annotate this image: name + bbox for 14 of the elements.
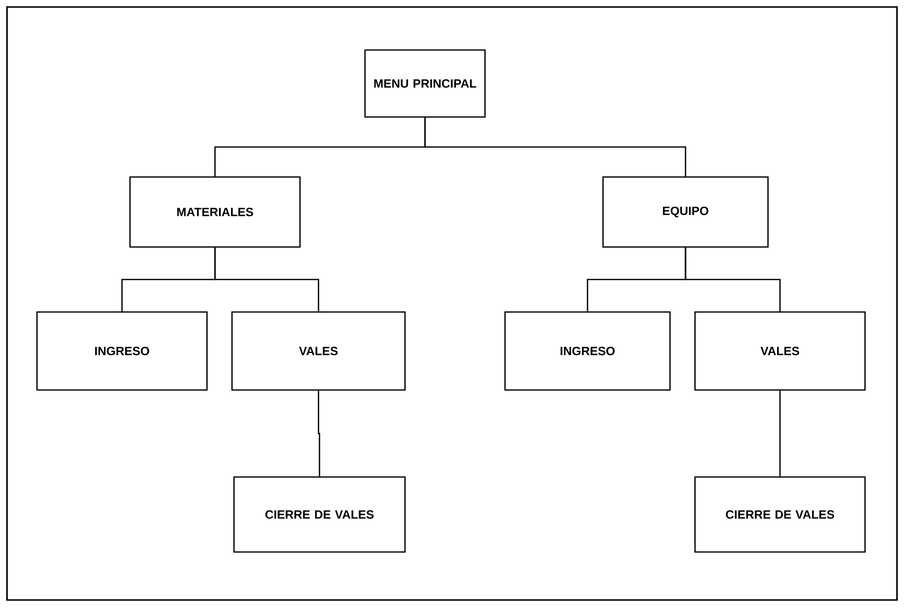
connector-line	[684, 248, 781, 312]
menu-box: VALES	[694, 311, 866, 391]
menu-box: CIERRE DE VALES	[233, 476, 406, 553]
connector-line	[779, 390, 781, 476]
menu-box: INGRESO	[36, 311, 208, 391]
menu-box: MENU PRINCIPAL	[364, 49, 486, 118]
menu-box: INGRESO	[504, 311, 671, 391]
connector-line	[318, 390, 320, 476]
menu-box: CIERRE DE VALES	[694, 476, 866, 553]
menu-box: EQUIPO	[602, 176, 769, 248]
menu-box: VALES	[231, 311, 406, 391]
menu-box: MATERIALES	[129, 176, 301, 248]
connector-line	[424, 118, 686, 176]
connector-line	[214, 248, 320, 312]
